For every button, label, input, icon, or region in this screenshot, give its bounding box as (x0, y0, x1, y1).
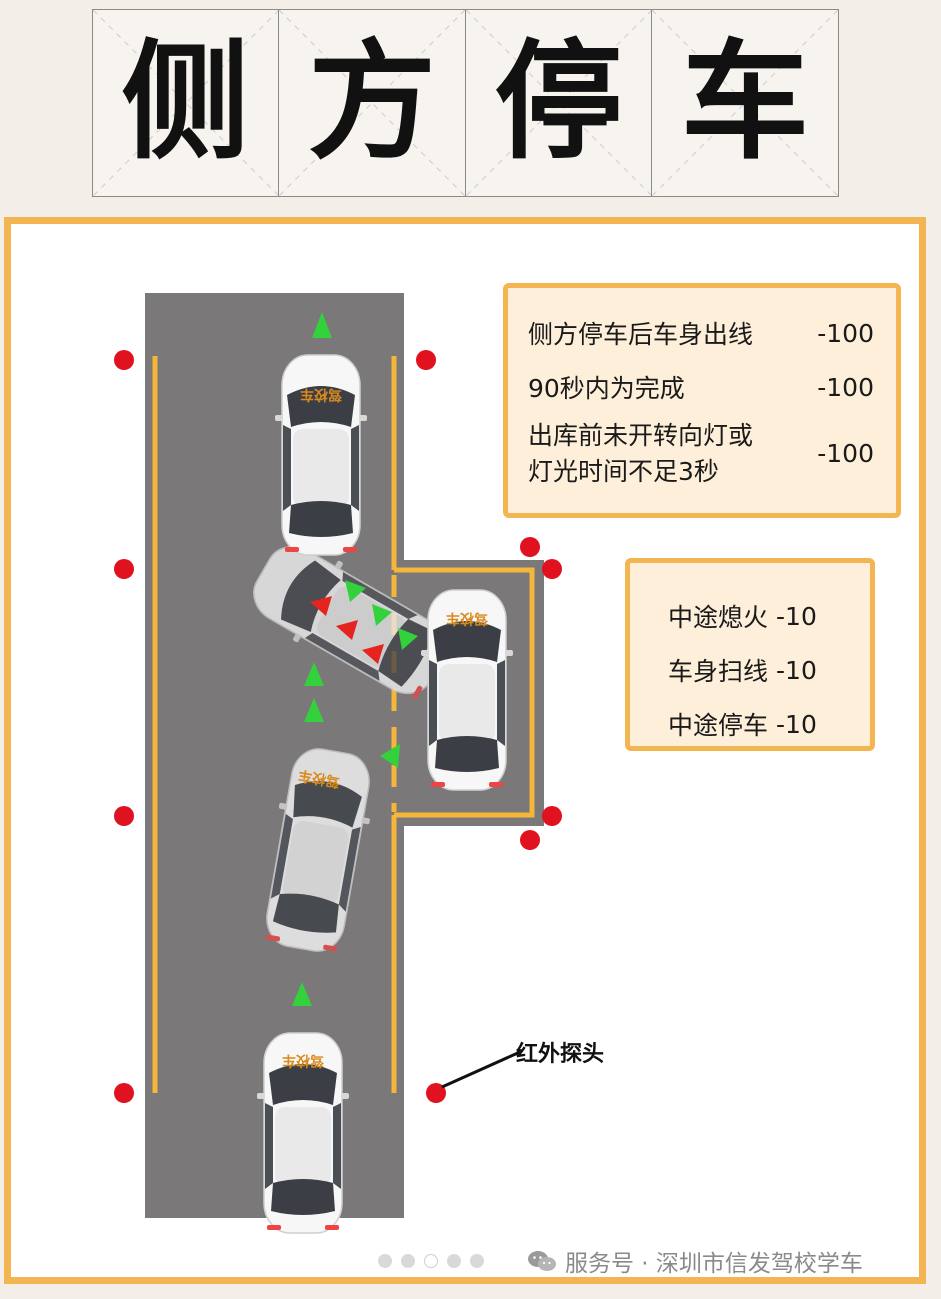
minor-penalty-box: 中途熄火 -10 车身扫线 -10 中途停车 -10 (625, 558, 875, 751)
penalty-row: 90秒内为完成 -100 (528, 360, 874, 414)
sensor-dot (114, 559, 134, 579)
penalty-score: -10 (776, 601, 817, 631)
wechat-icon (528, 1251, 556, 1271)
penalty-text: 中途停车 (668, 711, 769, 740)
carousel-dot[interactable] (401, 1254, 415, 1268)
title-char: 车 (680, 28, 809, 177)
carousel-dot-active[interactable] (424, 1254, 438, 1268)
arrow-forward (398, 628, 418, 650)
penalty-score: -100 (817, 318, 874, 348)
major-penalty-box: 侧方停车后车身出线 -100 90秒内为完成 -100 出库前未开转向灯或 灯光… (503, 283, 901, 518)
penalty-row: 车身扫线 -10 (668, 643, 870, 697)
arrow-reverse (336, 620, 358, 640)
sensor-dot (114, 806, 134, 826)
penalty-text: 出库前未开转向灯或 灯光时间不足3秒 (528, 421, 754, 486)
title-cell: 车 (651, 9, 839, 197)
carousel-dots (378, 1254, 484, 1268)
penalty-row: 侧方停车后车身出线 -100 (528, 306, 874, 360)
arrow-forward (304, 662, 324, 686)
sensor-dot (416, 350, 436, 370)
footer-text: 服务号 · 深圳市信发驾校学车 (565, 1251, 863, 1277)
arrow-forward (304, 698, 324, 722)
title-char: 方 (307, 28, 436, 177)
sensor-dot (114, 350, 134, 370)
arrow-forward (292, 982, 312, 1006)
penalty-score: -100 (817, 439, 874, 468)
arrow-reverse (310, 596, 332, 616)
infrared-sensor-label: 红外探头 (516, 1042, 605, 1067)
title-char: 停 (494, 28, 623, 177)
arrow-forward (312, 312, 332, 338)
penalty-score: -10 (776, 709, 817, 739)
car-label: 驾校车 (282, 1052, 325, 1069)
arrow-forward (372, 604, 392, 626)
car-exited (274, 354, 368, 556)
penalty-text: 侧方停车后车身出线 (528, 320, 754, 349)
carousel-dot[interactable] (378, 1254, 392, 1268)
arrow-forward (380, 744, 400, 768)
sensor-dot (520, 537, 540, 557)
car-label: 驾校车 (446, 610, 489, 627)
title-cell: 侧 (91, 9, 280, 197)
title-cell: 方 (278, 9, 466, 197)
penalty-text: 车身扫线 (668, 657, 769, 686)
sensor-dot (542, 806, 562, 826)
penalty-row: 中途停车 -10 (668, 697, 870, 751)
penalty-row: 中途熄火 -10 (668, 589, 870, 643)
sensor-dot (114, 1083, 134, 1103)
parking-bay-line (394, 567, 535, 818)
title-char: 侧 (121, 28, 250, 177)
sensor-dot (520, 830, 540, 850)
carousel-dot[interactable] (470, 1254, 484, 1268)
penalty-score: -10 (776, 655, 817, 685)
penalty-row: 出库前未开转向灯或 灯光时间不足3秒 -100 (528, 414, 874, 494)
penalty-text: 中途熄火 (668, 603, 769, 632)
footer-watermark: 服务号 · 深圳市信发驾校学车 (527, 1244, 863, 1278)
sensor-dot (426, 1083, 446, 1103)
callout-line (441, 1050, 521, 1089)
penalty-text: 90秒内为完成 (528, 374, 685, 403)
sensor-dot (542, 559, 562, 579)
carousel-dot[interactable] (447, 1254, 461, 1268)
arrow-forward (345, 580, 366, 602)
title-row: 侧 方 停 车 (91, 9, 839, 197)
penalty-score: -100 (817, 372, 874, 402)
arrow-reverse (362, 644, 384, 664)
title-cell: 停 (464, 9, 653, 197)
car-label: 驾校车 (300, 386, 343, 403)
